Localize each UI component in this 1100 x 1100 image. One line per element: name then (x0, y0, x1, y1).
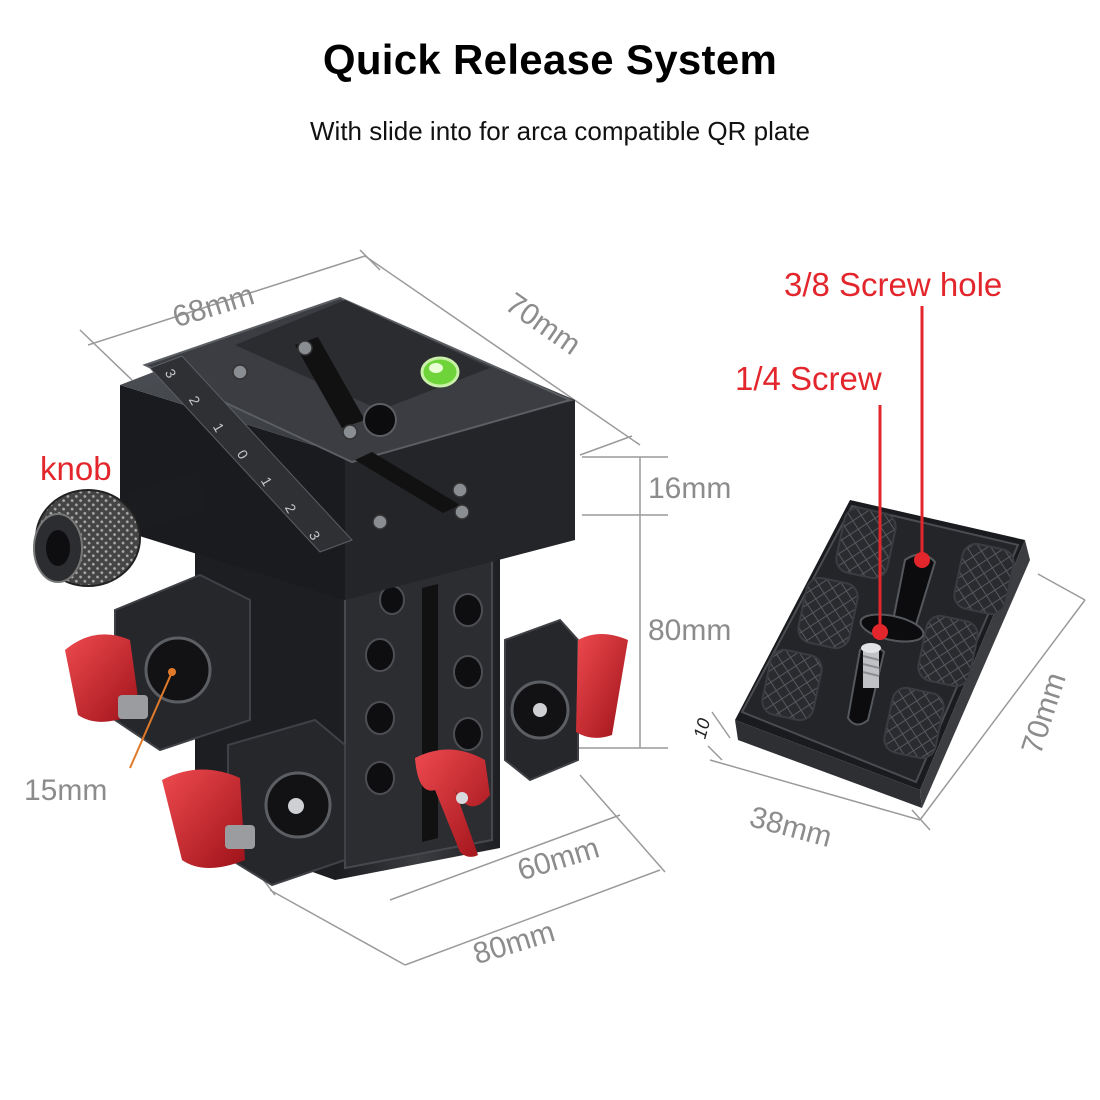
dimension-lines (79, 249, 1086, 966)
rod-clamp-left-front (227, 718, 346, 887)
dim-clamp-depth: 70mm (499, 287, 586, 362)
page-title: Quick Release System (322, 36, 778, 83)
dim-rod-spacing: 60mm (514, 831, 603, 887)
dim-plate-thickness: 10 (690, 716, 715, 741)
dim-clamp-width: 68mm (169, 278, 258, 334)
rod-clamp-left-rear (114, 573, 251, 752)
riser-mount: 3 2 1 0 1 2 3 (33, 296, 628, 887)
clamp-knob[interactable] (33, 470, 205, 587)
dim-rod-diameter: 15mm (24, 774, 107, 807)
red-lever-right[interactable] (576, 634, 628, 738)
rod-diameter-leader (129, 668, 176, 769)
rod-clamp-right (504, 618, 579, 782)
page-subtitle: With slide into for arca compatible QR p… (310, 116, 810, 146)
red-lever-left-rear[interactable] (65, 634, 148, 722)
red-lever-left-front[interactable] (162, 769, 255, 868)
red-lever-center[interactable] (415, 749, 490, 857)
dim-base-width: 80mm (469, 915, 558, 971)
knob-label: knob (40, 450, 112, 487)
screw-label: 1/4 Screw (735, 360, 882, 397)
screw-pointer (872, 405, 888, 640)
riser-holes (365, 585, 483, 795)
qr-plate (735, 500, 1030, 808)
screw-hole-pointer (914, 306, 930, 568)
dim-riser-height: 80mm (648, 614, 731, 647)
plate-screw (861, 643, 881, 688)
dim-clamp-height: 16mm (648, 472, 731, 505)
screw-hole-label: 3/8 Screw hole (784, 266, 1002, 303)
dim-plate-width: 38mm (746, 801, 835, 854)
center-screw-hole (363, 403, 397, 437)
plate-grip-pads (761, 506, 1015, 760)
plate-slot (295, 337, 365, 428)
